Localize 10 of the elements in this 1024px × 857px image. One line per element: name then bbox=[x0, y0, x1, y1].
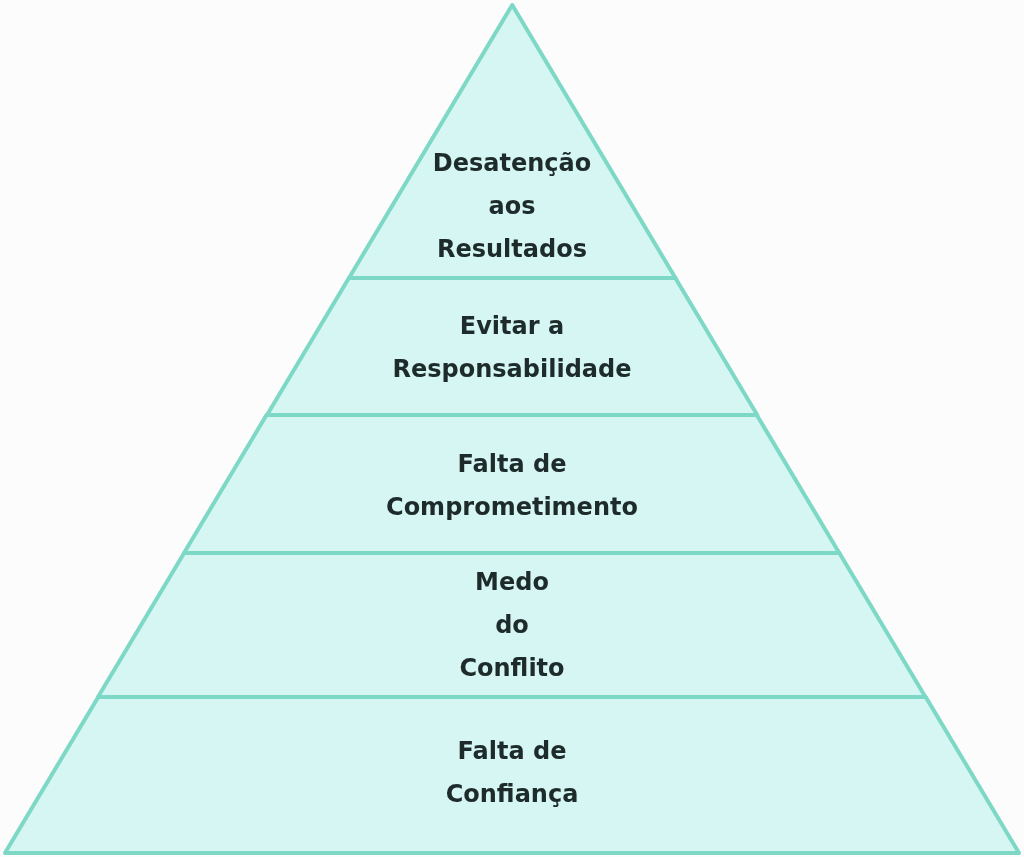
pyramid-level bbox=[98, 553, 926, 697]
pyramid-level bbox=[266, 278, 758, 415]
level-label: Falta de Confiança bbox=[445, 736, 579, 810]
pyramid-level bbox=[184, 415, 840, 553]
level-label: Falta de Comprometimento bbox=[386, 449, 638, 523]
pyramid-level bbox=[348, 5, 676, 278]
pyramid-level bbox=[5, 697, 1019, 853]
level-label: Evitar a Responsabilidade bbox=[392, 311, 632, 385]
level-label: Medo do Conflito bbox=[459, 566, 565, 684]
level-label: Desatenção aos Resultados bbox=[432, 147, 592, 265]
